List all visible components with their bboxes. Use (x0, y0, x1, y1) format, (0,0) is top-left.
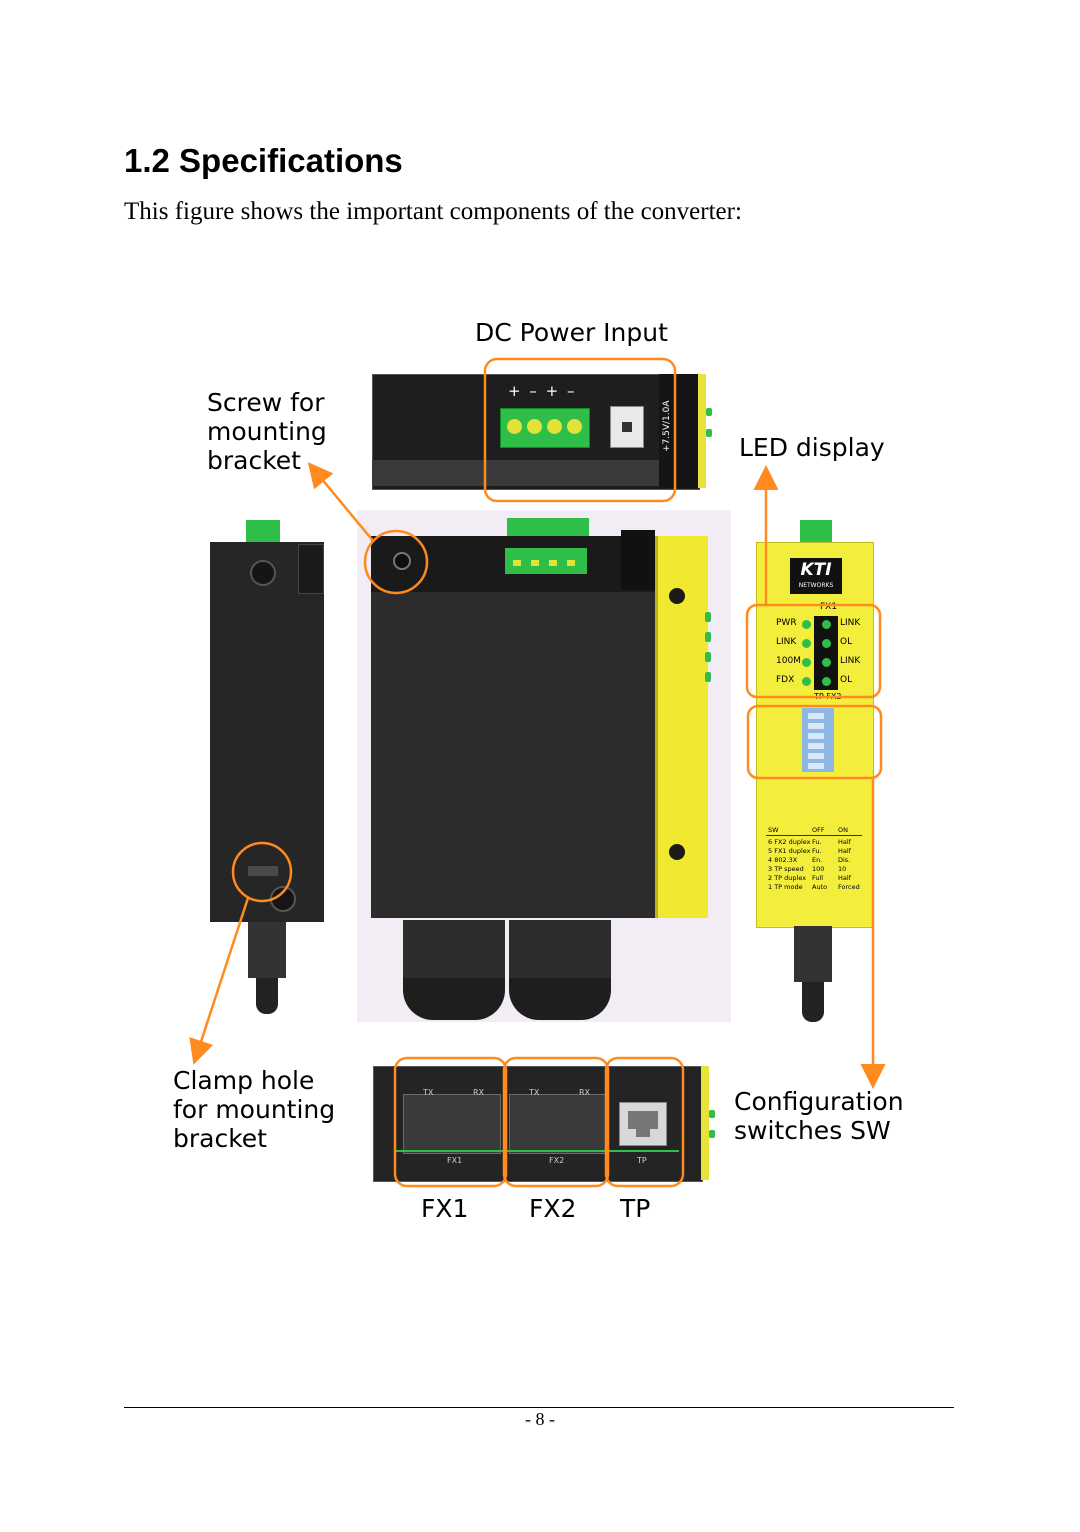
fx1-port-label: FX1 (421, 1194, 469, 1223)
section-heading: 1.2 Specifications (124, 142, 403, 179)
dip-switch-bank (802, 708, 834, 772)
fx1-highlight (393, 1056, 508, 1188)
fx1-port (403, 1094, 501, 1154)
dc-jack (610, 406, 644, 448)
clamp-arrow (189, 897, 250, 1065)
dc-power-highlight (483, 357, 677, 503)
led-panel: PWR LINK 100M FDX LINK OL LINK OL (756, 612, 872, 690)
led-highlight (745, 603, 882, 699)
rj45-port (619, 1102, 667, 1146)
tp-highlight (604, 1056, 685, 1188)
tp-port-label: TP (620, 1194, 651, 1223)
fx2-highlight (502, 1056, 610, 1188)
fx2-port-label: FX2 (529, 1194, 577, 1223)
terminal-block (500, 408, 590, 448)
page-number: - 8 - (525, 1409, 555, 1429)
switch-table: SW OFF ON 6 FX2 duplex Fu. Half 5 FX1 du… (766, 826, 866, 906)
intro-text: This figure shows the important componen… (124, 198, 742, 225)
screw-callout: Screw for mounting bracket (207, 388, 327, 475)
fx2-port (509, 1094, 607, 1154)
kti-logo: KTI NETWORKS (790, 558, 842, 594)
clamp-highlight (231, 841, 293, 903)
top-view: + – + – +7.5V/1.0A (372, 374, 712, 490)
switch-highlight (746, 704, 883, 780)
polarity-marks: + – + – (508, 382, 577, 400)
config-callout: Configuration switches SW (734, 1087, 904, 1145)
footer-rule (124, 1407, 954, 1408)
screw-highlight (363, 529, 429, 595)
port-view: TX RX TX RX FX1 FX2 TP (373, 1066, 715, 1182)
main-body-view (357, 510, 731, 1022)
clamp-callout: Clamp hole for mounting bracket (173, 1066, 336, 1153)
led-callout: LED display (739, 433, 885, 462)
screw-arrow (307, 462, 375, 543)
front-panel-view: KTI NETWORKS FX1 PWR LINK 100M FDX LINK … (756, 520, 874, 1025)
dc-power-callout: DC Power Input (475, 318, 668, 347)
side-view (210, 520, 325, 1020)
